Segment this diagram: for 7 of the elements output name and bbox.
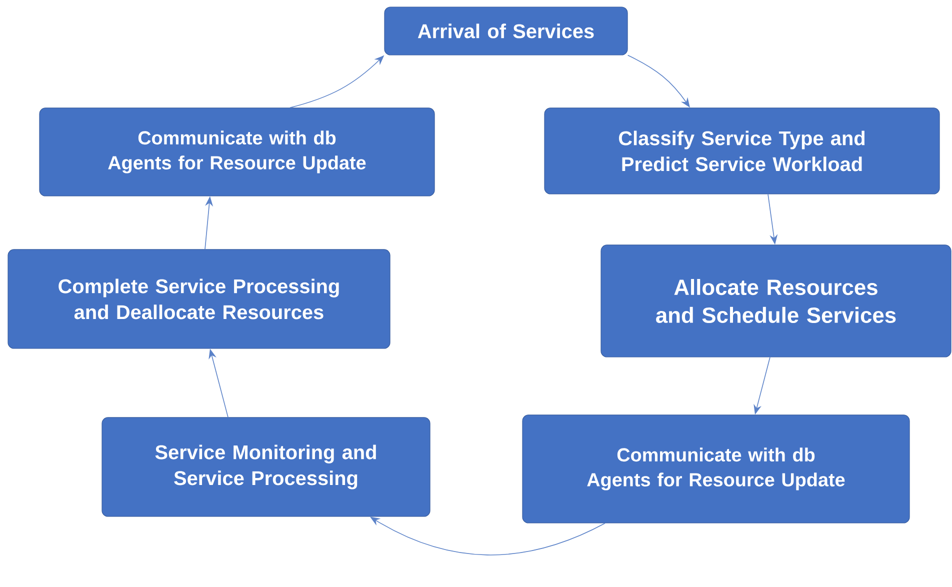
process-box: Classify Service Type and Predict Service Workload [544,108,940,194]
process-box: Arrival of Services [384,6,628,56]
process-box: Communicate with db Agents for Resource Update [39,108,435,196]
process-box: Communicate with db Agents for Resource Update [522,414,910,524]
process-box: Service Monitoring and Service Processing [102,417,430,517]
process-box: Complete Service Processing and Deallocate Resources [8,249,390,349]
process-box: Allocate Resources and Schedule Services [600,244,952,358]
